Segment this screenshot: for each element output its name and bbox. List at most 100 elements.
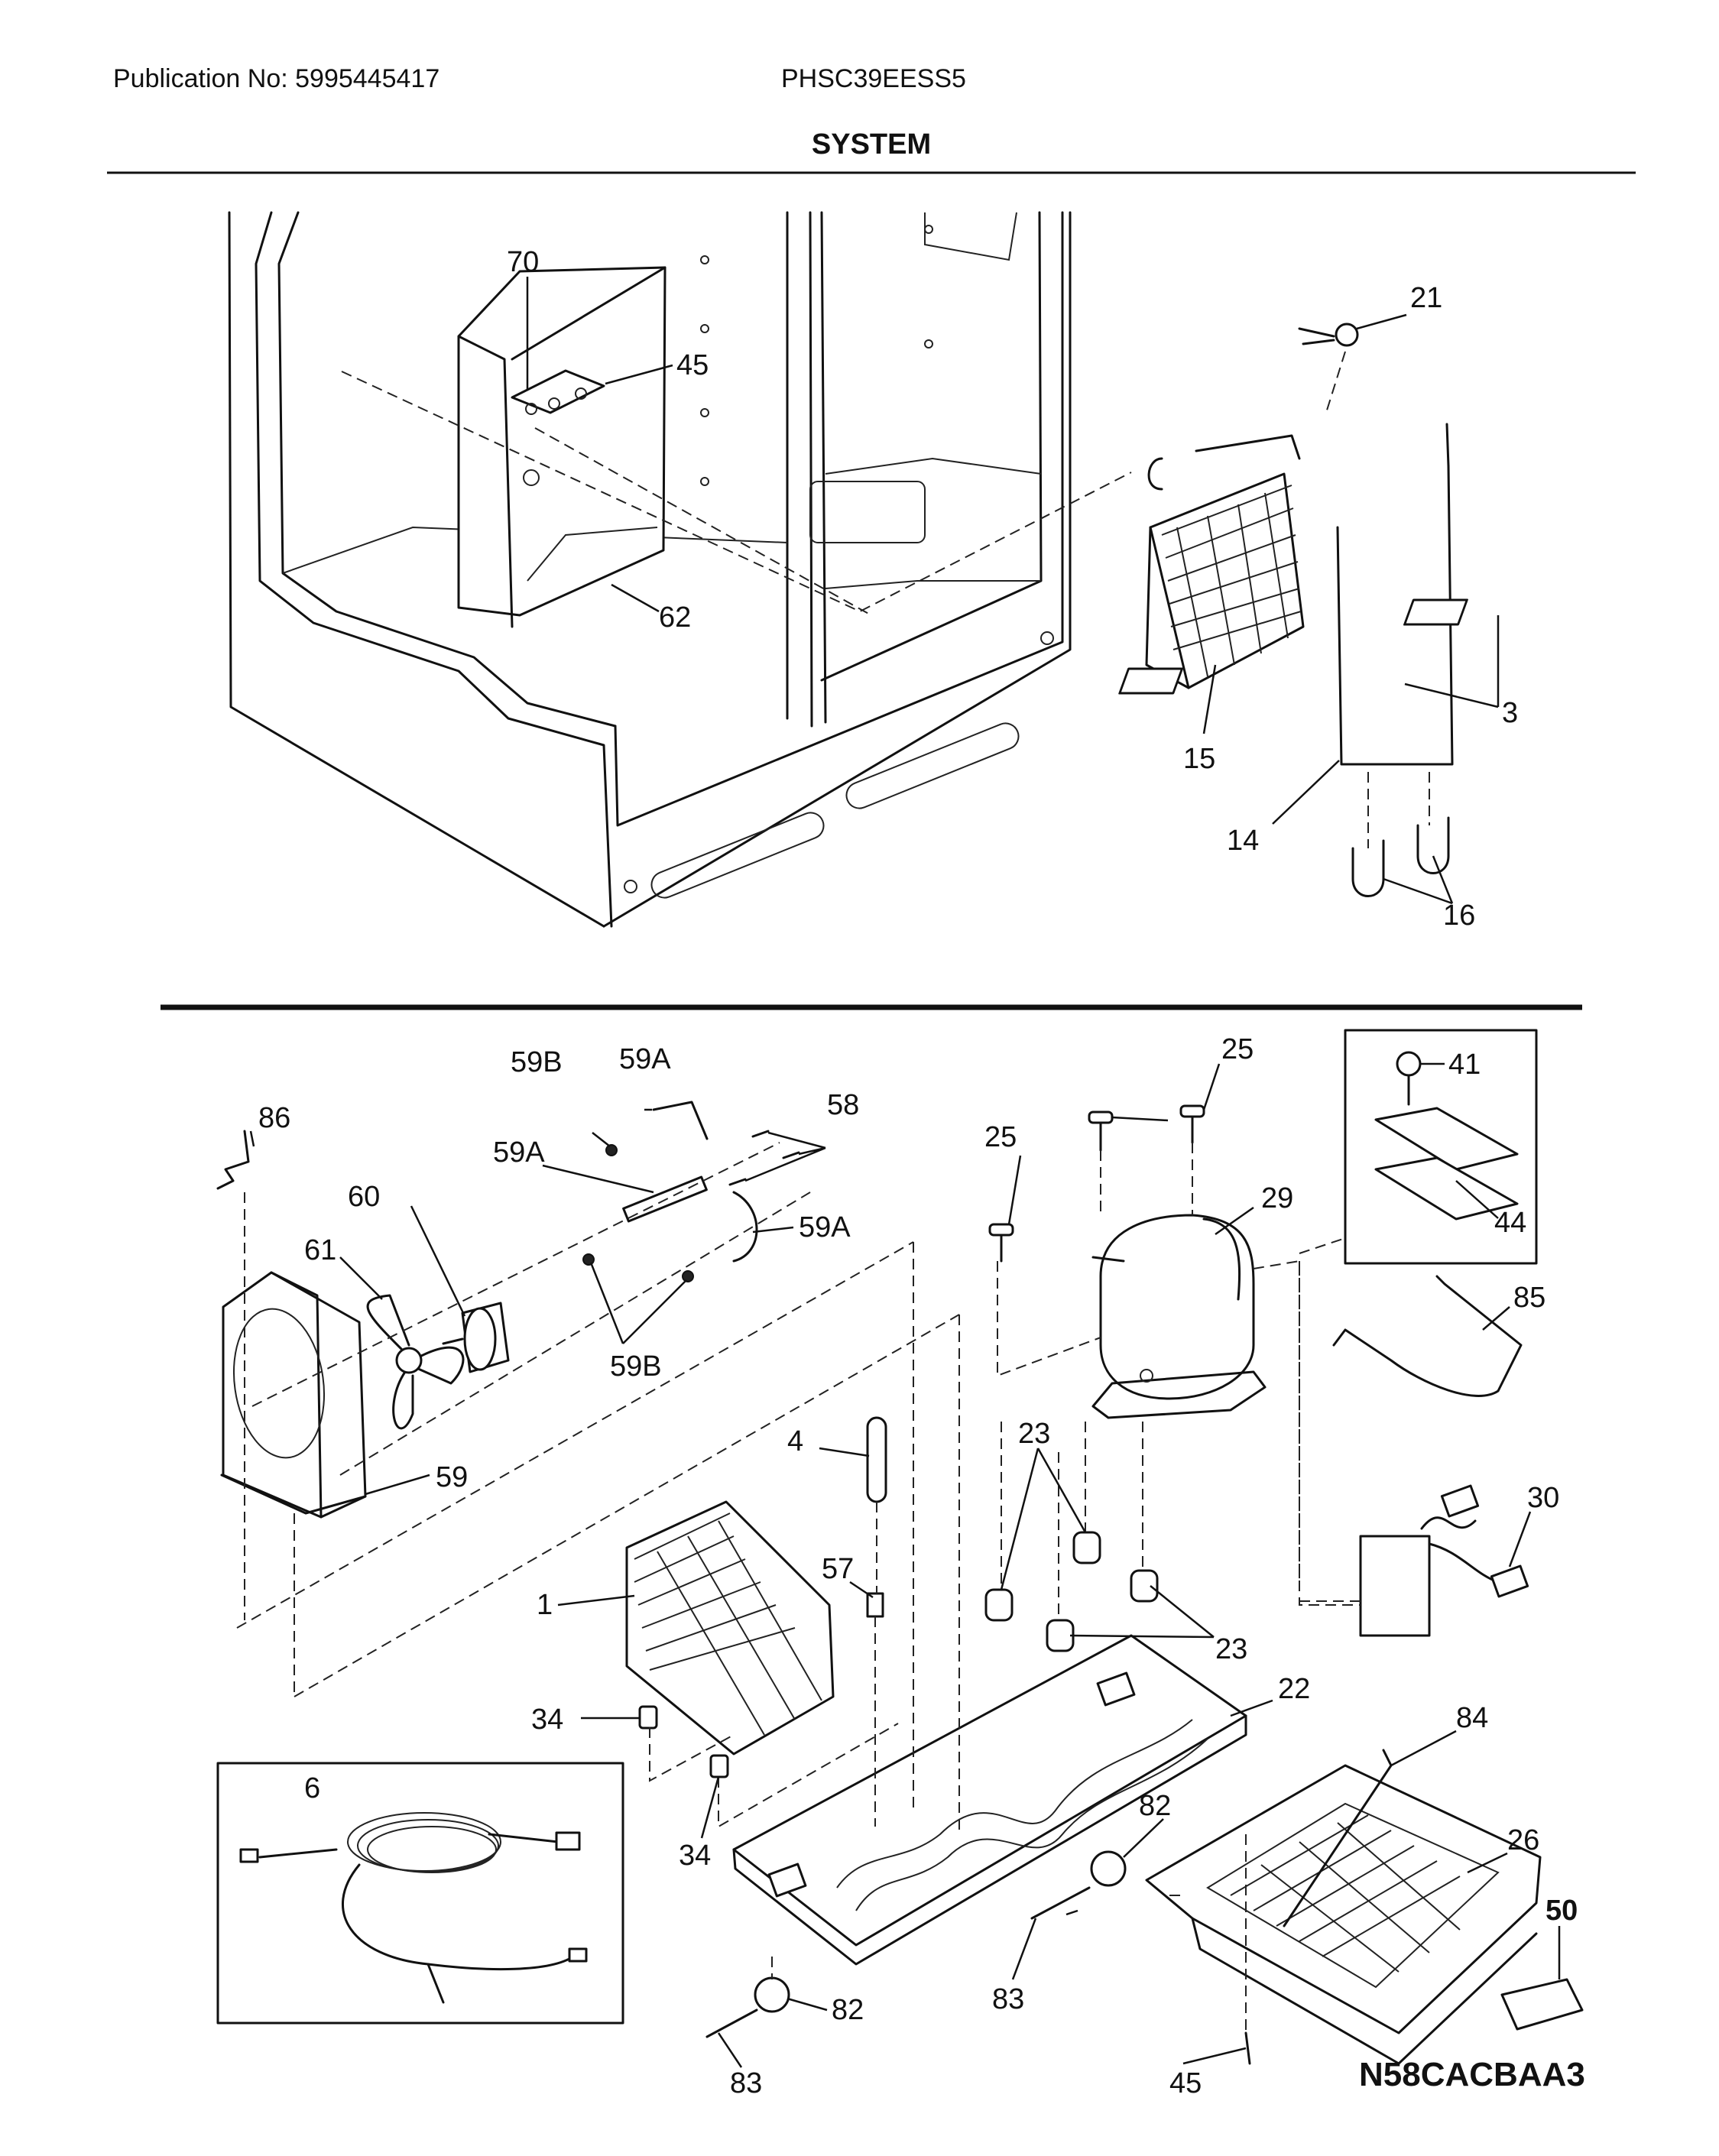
callout-25: 25 [984, 1121, 1017, 1153]
leader-45 [605, 364, 673, 385]
callout-57: 57 [822, 1553, 854, 1585]
bracket-70 [511, 369, 605, 486]
callout-41: 41 [1448, 1049, 1481, 1081]
harness-85 [1332, 1275, 1523, 1397]
callout-22: 22 [1278, 1673, 1310, 1705]
spacer-34a [638, 1705, 658, 1730]
grommet-59B [682, 1270, 694, 1282]
callout-23: 23 [1018, 1418, 1050, 1450]
relay-30 [1359, 1484, 1529, 1637]
guide-line [341, 371, 1132, 613]
leader-14 [1272, 760, 1340, 825]
callout-59A: 59A [619, 1043, 671, 1075]
model-number: PHSC39EESS5 [781, 64, 966, 93]
valve-21 [1298, 323, 1359, 347]
leader-21 [1356, 313, 1407, 330]
callout-62: 62 [659, 601, 691, 634]
leader-3 [1404, 615, 1500, 708]
callout-4: 4 [787, 1425, 803, 1457]
drier-4 [866, 1416, 887, 1503]
leader-62 [611, 583, 660, 613]
hanger-16b [1416, 816, 1450, 874]
section-title: SYSTEM [811, 128, 932, 160]
callout-82: 82 [1139, 1790, 1171, 1822]
drain-tube-84 [1283, 1749, 1393, 1927]
callout-84: 84 [1456, 1702, 1488, 1734]
condenser-15 [1145, 434, 1305, 689]
callout-59A: 59A [493, 1136, 545, 1169]
cabinet-drawing [228, 211, 1072, 928]
callout-34: 34 [679, 1840, 711, 1872]
screw-83b [1030, 1886, 1091, 1920]
callout-59: 59 [436, 1461, 468, 1493]
clip-3b [1403, 598, 1468, 626]
clip-57 [866, 1592, 884, 1618]
tube-59A-right [732, 1191, 758, 1263]
fan-shroud-59 [220, 1271, 367, 1519]
guide-line [534, 427, 872, 616]
callout-34: 34 [531, 1704, 563, 1736]
screw-83a [705, 2008, 758, 2038]
callout-70: 70 [507, 246, 539, 278]
callout-44: 44 [1494, 1207, 1526, 1239]
grommet-59B [582, 1253, 595, 1266]
bottom-leader-lines [249, 1062, 1561, 2068]
compressor-29 [1091, 1214, 1267, 1419]
callout-15: 15 [1183, 743, 1215, 775]
callout-26: 26 [1507, 1824, 1539, 1856]
publication-number: Publication No: 5995445417 [113, 64, 440, 93]
callout-29: 29 [1261, 1182, 1293, 1214]
damper-82a [754, 1976, 790, 2013]
fan-motor-60 [442, 1302, 510, 1373]
callout-23: 23 [1215, 1633, 1247, 1665]
diagram-code: N58CACBAA3 [1359, 2056, 1585, 2093]
connectors-58 [728, 1130, 800, 1186]
leader-15 [1202, 664, 1217, 734]
callout-1: 1 [537, 1589, 553, 1621]
bracket-50 [1500, 1978, 1584, 2031]
callout-45: 45 [676, 349, 709, 381]
callout-21: 21 [1410, 282, 1442, 314]
inset-box-heater-cord [216, 1762, 624, 2025]
screws-25 [988, 1104, 1205, 1263]
clip-3a [1118, 667, 1184, 695]
callout-14: 14 [1227, 825, 1259, 857]
leader-16 [1383, 855, 1454, 905]
guide-line [1325, 351, 1346, 413]
tube-59A-top [652, 1101, 709, 1140]
callout-45: 45 [1169, 2067, 1202, 2099]
fan-blade-61 [366, 1294, 465, 1430]
callout-59A: 59A [799, 1211, 851, 1243]
callout-6: 6 [304, 1772, 320, 1804]
callout-30: 30 [1527, 1482, 1559, 1514]
ice-bucket-62 [457, 266, 667, 628]
callout-16: 16 [1443, 900, 1475, 932]
callout-59B: 59B [610, 1350, 662, 1383]
callout-59B: 59B [511, 1046, 563, 1078]
hanger-16a [1351, 839, 1385, 897]
callout-82: 82 [832, 1994, 864, 2026]
tube-end [1445, 423, 1450, 468]
bottom-guide-lines [236, 1142, 1361, 2033]
drain-pan-26 [1145, 1764, 1542, 2065]
callout-85: 85 [1513, 1282, 1545, 1314]
callout-83: 83 [730, 2067, 762, 2099]
guide-line [1367, 772, 1430, 848]
screw-45b [1244, 2031, 1251, 2065]
callout-labels: 70 45 62 21 3 15 14 16 86 59B 59A 58 59A… [258, 246, 1578, 2099]
callout-86: 86 [258, 1102, 290, 1134]
callout-60: 60 [348, 1181, 380, 1213]
callout-58: 58 [827, 1089, 859, 1121]
callout-61: 61 [304, 1234, 336, 1266]
callout-3: 3 [1502, 697, 1518, 729]
spacer-34b [709, 1754, 729, 1778]
damper-82b [1090, 1850, 1127, 1887]
grommet-59B [605, 1144, 618, 1156]
coil-1 [625, 1500, 835, 1756]
callout-25: 25 [1221, 1033, 1254, 1065]
base-plate-22 [732, 1634, 1247, 1966]
bracket-86 [216, 1130, 250, 1190]
callout-83: 83 [992, 1983, 1024, 2015]
